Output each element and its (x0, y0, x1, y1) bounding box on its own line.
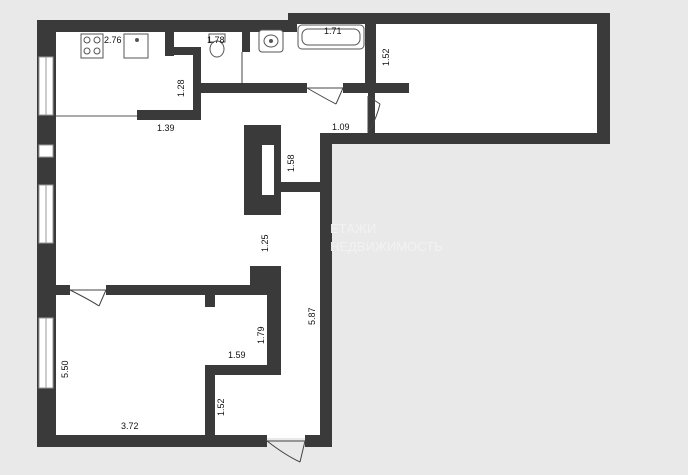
toilet-icon (208, 33, 226, 58)
door-balcony (367, 95, 381, 134)
dim-kitchen-width: 2.76 (104, 35, 122, 45)
bathtub-icon (297, 24, 365, 50)
kitchen-sink-icon (123, 33, 149, 59)
dim-entry-depth: 1.52 (216, 398, 226, 416)
watermark-line1: ЕТАЖИ (330, 221, 376, 236)
floor-areas (50, 22, 600, 440)
dim-room-length: 5.50 (60, 360, 70, 378)
watermark-line2: НЕДВИЖИМОСТЬ (330, 239, 443, 254)
door-bathroom (306, 87, 344, 105)
washbasin-icon (258, 29, 284, 53)
dim-kitchen-wall: 1.28 (176, 79, 186, 97)
windows (38, 56, 54, 389)
dim-niche-length: 1.58 (286, 154, 296, 172)
dim-corridor-length: 5.87 (307, 307, 317, 325)
window-small (38, 144, 54, 158)
dim-room-width: 3.72 (121, 421, 139, 431)
dim-bath-width: 1.71 (324, 26, 342, 36)
door-entrance (266, 440, 306, 463)
door-room (69, 289, 107, 307)
dim-hall-width: 1.25 (260, 234, 270, 252)
outer-wall-north (37, 20, 295, 32)
outer-wall-north-east (288, 13, 610, 24)
dim-toilet-width: 1.78 (207, 35, 225, 45)
ventilation-niche (262, 145, 274, 195)
corridor-wall-east (320, 133, 332, 447)
dim-closet-width: 1.59 (228, 350, 246, 360)
stove-icon (80, 33, 104, 59)
outer-wall-south (37, 435, 267, 447)
dimension-labels: 2.76 1.78 1.71 1.52 1.28 1.39 1.09 1.58 … (60, 26, 391, 431)
dim-closet-depth: 1.79 (256, 326, 266, 344)
dim-corridor-width: 1.09 (332, 122, 350, 132)
walls (37, 13, 610, 447)
outer-wall-east (597, 13, 610, 144)
doors[interactable] (69, 52, 381, 463)
dim-balcony-depth: 1.52 (381, 48, 391, 66)
dim-kitchen-opening: 1.39 (157, 123, 175, 133)
